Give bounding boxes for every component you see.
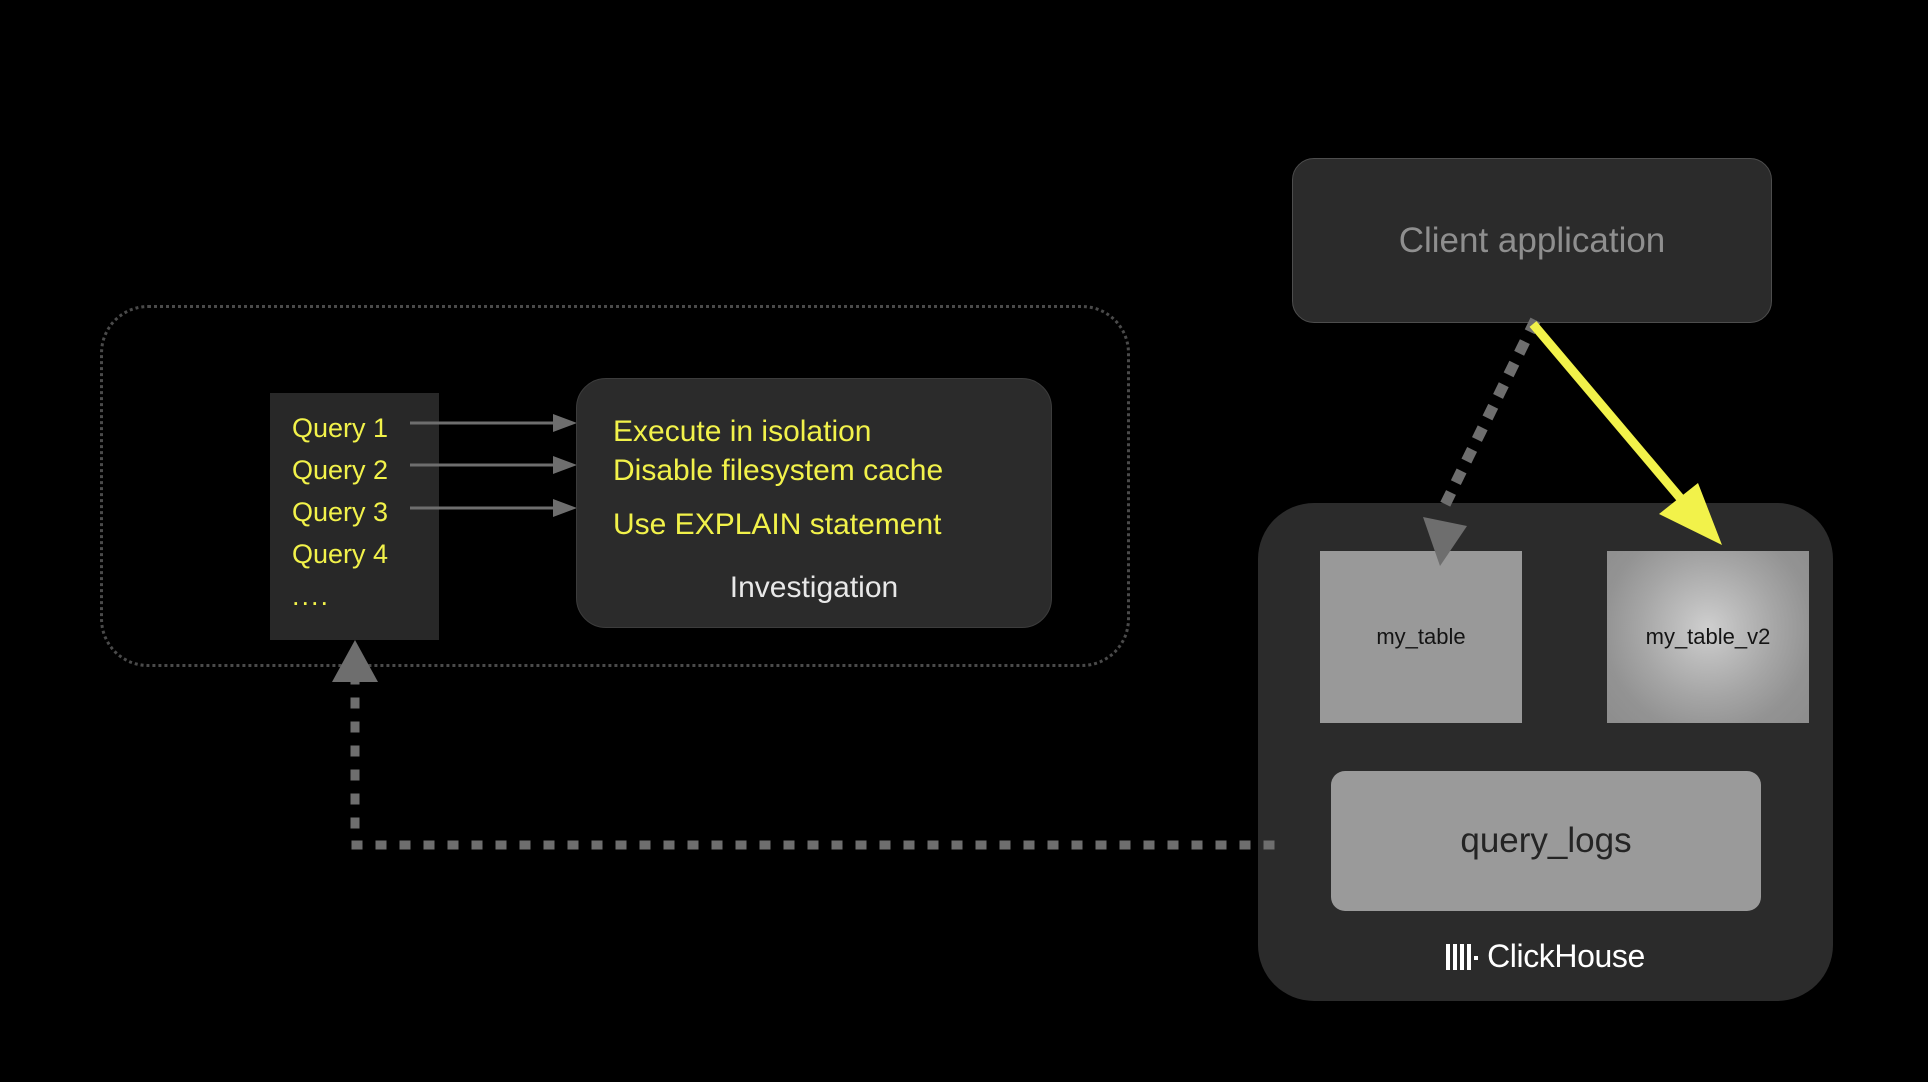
clickhouse-panel: my_table my_table_v2 query_logs ClickHou… bbox=[1258, 503, 1833, 1001]
flow-query-logs-to-query-list bbox=[332, 640, 1275, 850]
investigation-line: Use EXPLAIN statement bbox=[613, 508, 942, 541]
investigation-line: Execute in isolation bbox=[613, 415, 872, 448]
arrow-query-1-to-investigation bbox=[410, 412, 578, 434]
investigation-title: Investigation bbox=[729, 571, 899, 604]
table-my-table-label: my_table bbox=[1376, 624, 1466, 649]
clickhouse-logo-mark-icon bbox=[1446, 943, 1479, 970]
clickhouse-logo: ClickHouse bbox=[1258, 938, 1833, 975]
client-application-label: Client application bbox=[1398, 220, 1666, 260]
query-list-item: Query 3 bbox=[292, 497, 389, 527]
investigation-box: Execute in isolation Disable filesystem … bbox=[576, 378, 1052, 628]
investigation-line: Disable filesystem cache bbox=[613, 454, 944, 487]
query-list-item: Query 1 bbox=[292, 413, 389, 443]
query-list-item-ellipsis: .... bbox=[292, 581, 331, 611]
query-logs-box: query_logs bbox=[1331, 771, 1761, 911]
investigation-group-container bbox=[100, 305, 1130, 667]
query-logs-label: query_logs bbox=[1460, 821, 1632, 860]
table-my-table-v2: my_table_v2 bbox=[1607, 551, 1809, 723]
query-list-box: Query 1 Query 2 Query 3 Query 4 .... bbox=[270, 393, 439, 640]
table-my-table: my_table bbox=[1320, 551, 1522, 723]
clickhouse-wordmark: ClickHouse bbox=[1487, 938, 1645, 974]
query-list-item: Query 2 bbox=[292, 455, 389, 485]
arrow-query-3-to-investigation bbox=[410, 497, 578, 519]
query-list-item: Query 4 bbox=[292, 539, 389, 569]
client-application-box: Client application bbox=[1292, 158, 1772, 323]
arrow-query-2-to-investigation bbox=[410, 454, 578, 476]
table-my-table-v2-label: my_table_v2 bbox=[1645, 624, 1771, 649]
